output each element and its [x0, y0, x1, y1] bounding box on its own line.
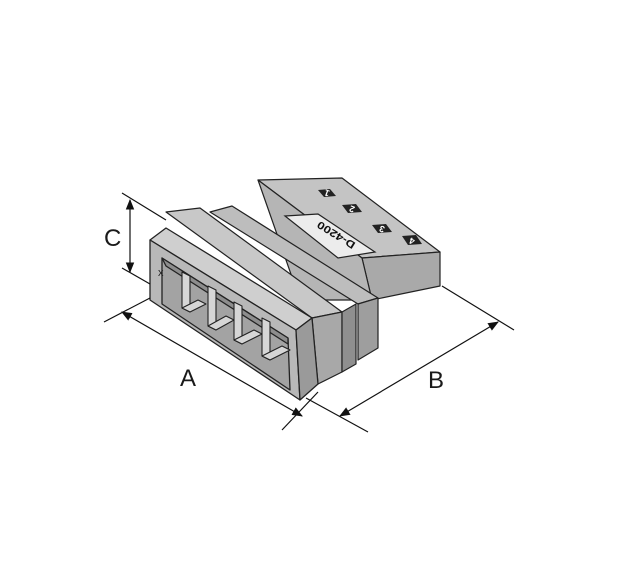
- dimension-b-label: B: [428, 367, 444, 394]
- svg-text:1: 1: [323, 187, 331, 198]
- dimension-a: [103, 297, 319, 431]
- dimension-c-extension-top: [121, 192, 167, 221]
- dimension-b-extension-rear: [441, 285, 515, 331]
- dimension-a-line: [121, 311, 303, 417]
- dimension-a-label: A: [180, 365, 196, 392]
- pin-number-3: 3: [372, 223, 392, 235]
- dimension-c: [121, 192, 167, 285]
- dimension-b: [305, 285, 515, 433]
- pin-number-4: 4: [402, 235, 422, 247]
- pin-number-1: 1: [318, 187, 336, 199]
- svg-text:4: 4: [408, 235, 416, 246]
- dimension-b-extension-front: [305, 397, 369, 433]
- contact-4: [181, 271, 207, 313]
- pin-number-2: 2: [342, 203, 362, 215]
- dimension-c-extension-bottom: [121, 267, 151, 285]
- corner-mark: x: [158, 267, 164, 279]
- svg-text:3: 3: [378, 223, 386, 234]
- dimension-a-extension-left: [103, 297, 151, 323]
- dimension-c-label: C: [104, 225, 121, 252]
- pin-number-markings: 1 2 3 4: [318, 187, 422, 247]
- dimension-b-line: [339, 321, 499, 417]
- svg-text:2: 2: [348, 203, 356, 214]
